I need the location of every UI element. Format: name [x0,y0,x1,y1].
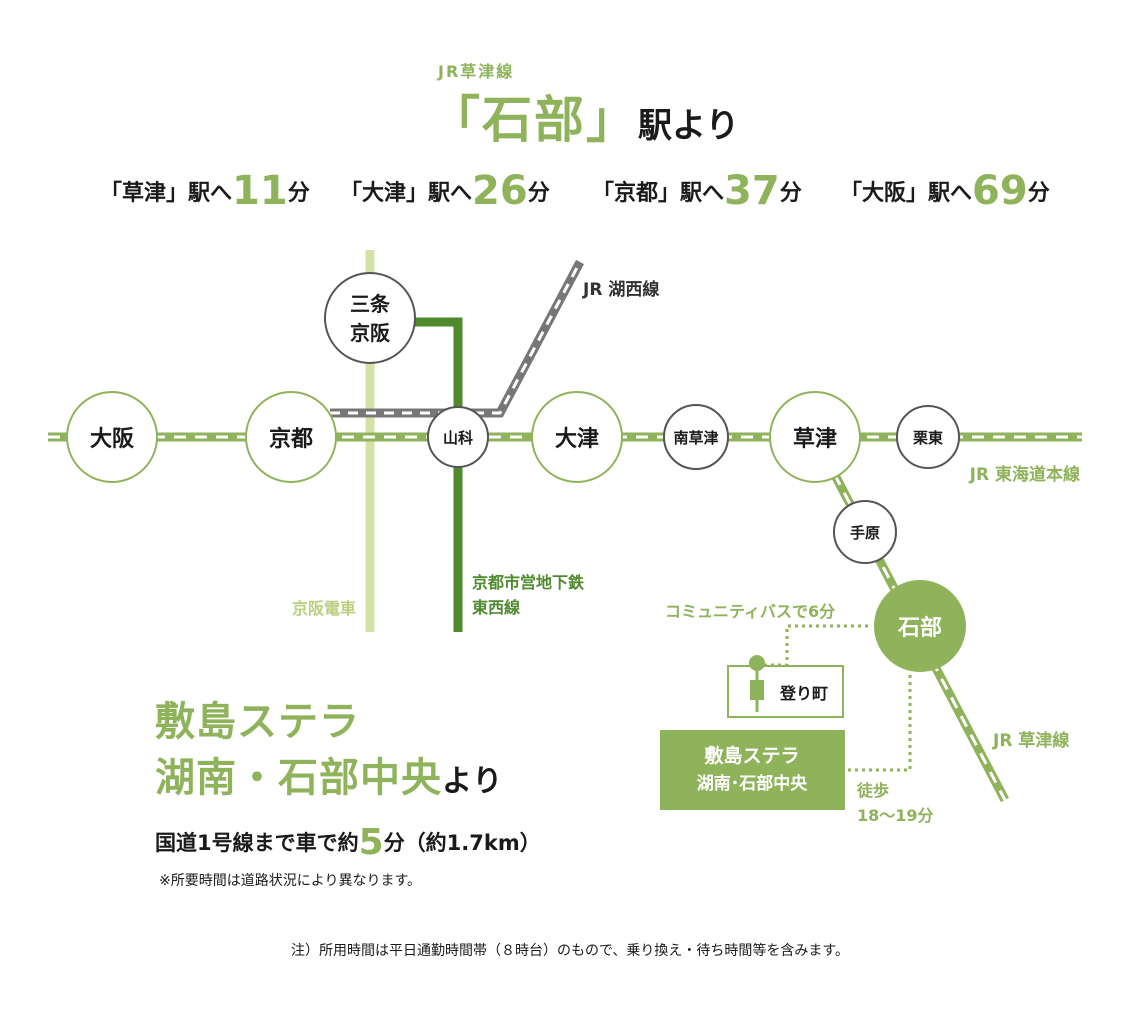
header-title: 「石部」駅より [430,80,739,152]
header-station: 「石部」 [430,91,638,149]
station-sanjo-label-2: 京阪 [350,321,391,345]
station-tehara: 手原 [833,500,897,564]
property-title-line2: 湖南・石部中央より [155,755,504,801]
station-ritto: 栗東 [896,405,960,469]
station-osaka-label: 大阪 [90,427,134,452]
property-label-1: 敷島ステラ [704,744,799,767]
station-ishibe: 石部 [874,580,966,672]
property-title: 敷島ステラ 湖南・石部中央より [155,694,503,810]
time-osaka: 「大阪」駅へ69分 [840,168,1050,214]
tokaido-line-label: JR 東海道本線 [969,464,1080,485]
station-minamikusatsu-label: 南草津 [673,429,718,447]
time-otsu: 「大津」駅へ26分 [340,168,550,214]
bus-route [757,624,872,667]
station-kusatsu: 草津 [769,391,861,483]
car-access: 国道1号線まで車で約5分（約1.7km） [155,822,541,863]
time-kusatsu: 「草津」駅へ11分 [100,168,310,214]
subway-line-label-2: 東西線 [472,598,520,617]
bus-stop: 登り町 [727,655,844,718]
station-yamashina: 山科 [427,406,489,468]
walk-label-2: 18〜19分 [857,806,934,825]
bus-label: コミュニティバスで6分 [665,602,835,621]
bus-stop-icon [749,655,765,671]
header-line-name: JR草津線 [438,62,515,81]
bus-stop-label: 登り町 [779,684,828,703]
kosei-line-dash [330,261,582,415]
station-minamikusatsu: 南草津 [663,404,729,470]
station-ritto-label: 栗東 [913,429,943,447]
kosei-line-label: JR 湖西線 [582,279,659,300]
station-kyoto: 京都 [245,391,337,483]
property-title-line1: 敷島ステラ [155,699,360,745]
kusatsu-line-dash [813,436,1007,801]
station-sanjo-keihan: 三条 京阪 [324,272,416,364]
subway-line [400,317,463,632]
property-box: 敷島ステラ 湖南･石部中央 [660,730,845,810]
walk-label-1: 徒歩 [856,781,889,800]
time-kyoto: 「京都」駅へ37分 [592,168,802,214]
walk-route [848,672,912,772]
keihan-line-label: 京阪電車 [292,599,356,618]
station-kyoto-label: 京都 [269,426,313,452]
station-ishibe-label: 石部 [897,615,942,641]
station-tehara-label: 手原 [850,524,880,542]
kusatsu-line-label: JR 草津線 [992,730,1069,751]
subway-line-label-1: 京都市営地下鉄 [472,573,584,592]
car-note: ※所要時間は道路状況により異なります。 [159,873,422,889]
station-sanjo-label-1: 三条 [350,292,391,316]
station-kusatsu-label: 草津 [793,426,837,452]
property-label-2: 湖南･石部中央 [697,773,808,794]
footnote: 注）所用時間は平日通勤時間帯（８時台）のもので、乗り換え・待ち時間等を含みます。 [290,943,850,959]
station-otsu-label: 大津 [555,426,599,452]
station-osaka: 大阪 [66,391,158,483]
header-suffix: 駅より [638,106,740,146]
travel-times: 「草津」駅へ11分 「大津」駅へ26分 「京都」駅へ37分 「大阪」駅へ69分 [0,168,1140,218]
station-otsu: 大津 [531,391,623,483]
station-yamashina-label: 山科 [443,429,473,447]
